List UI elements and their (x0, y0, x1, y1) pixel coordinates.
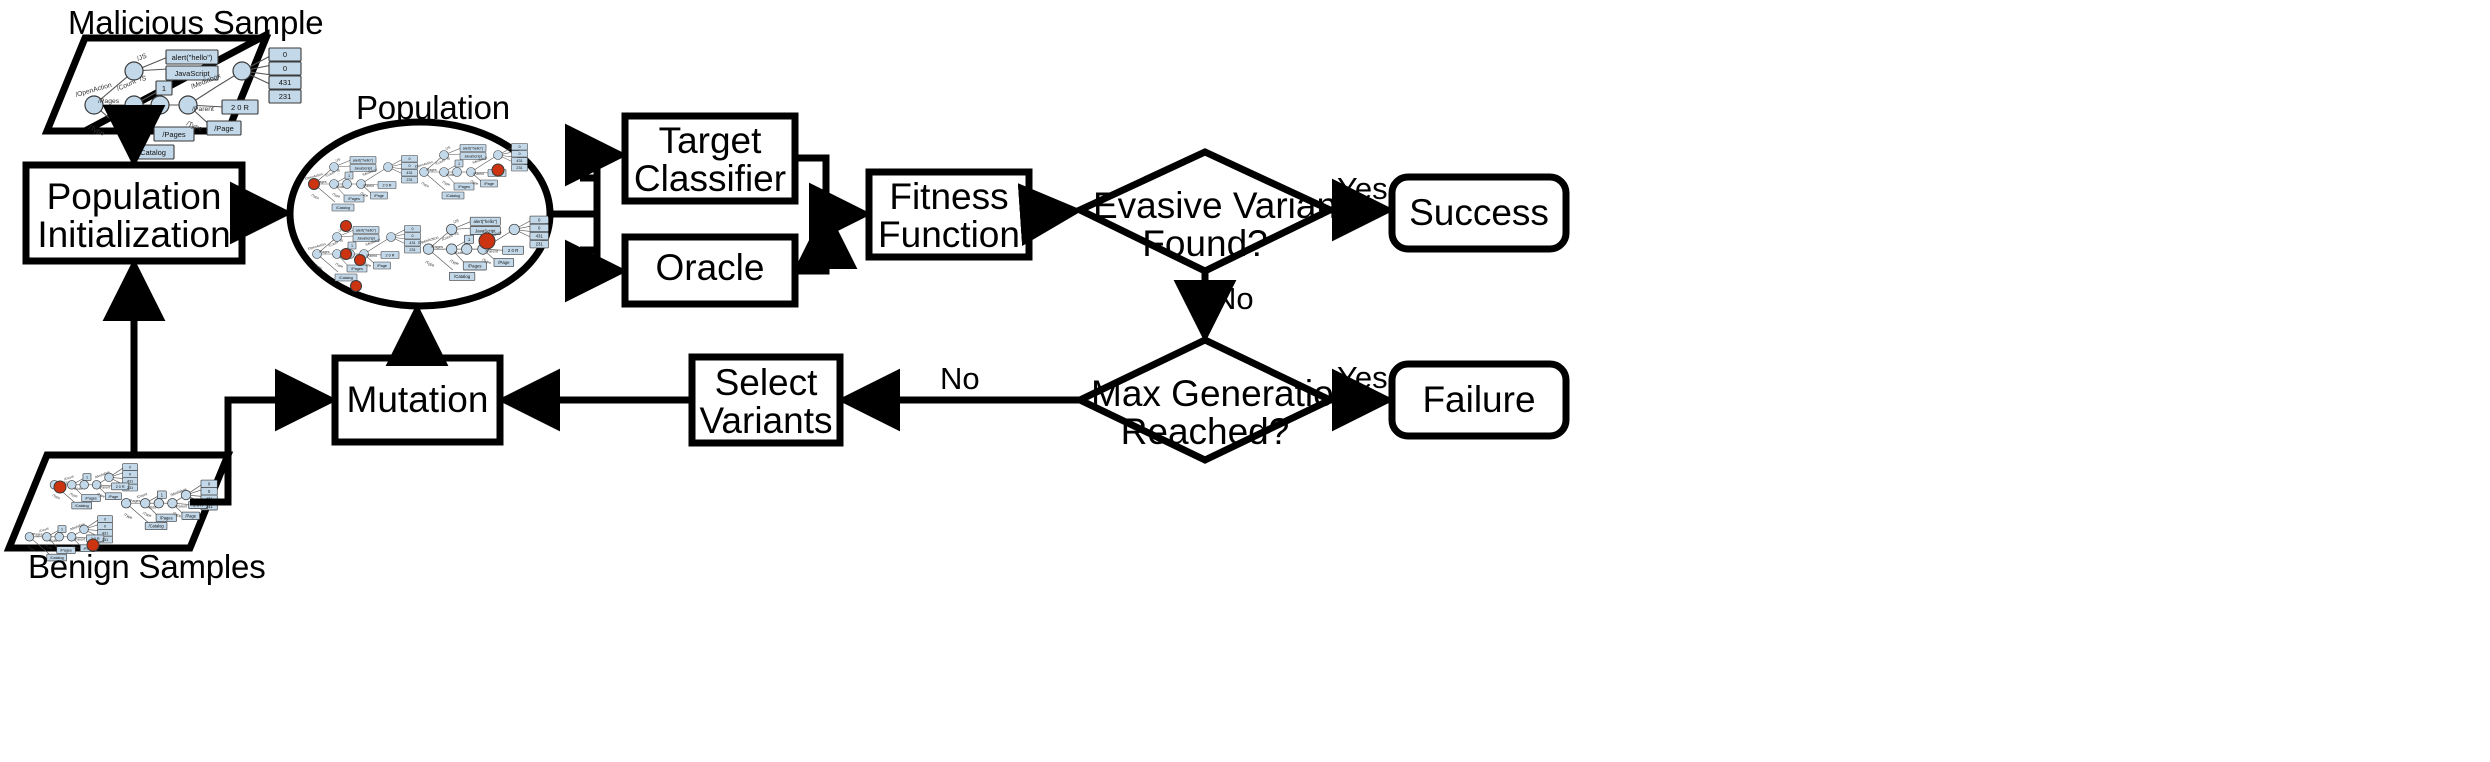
target-classifier-line1: Target (658, 120, 762, 161)
population-initialization-shape (22, 161, 246, 265)
target-classifier-line2: Classifier (633, 157, 787, 199)
fitness-function-line1: Fitness (889, 176, 1009, 217)
edge-label-evasive-no: No (1214, 281, 1254, 316)
max-generation-reached-label: Max Generation Reached? (1091, 373, 1355, 452)
target-classifier-label: Target Classifier (625, 122, 795, 197)
oracle-label: Oracle (655, 247, 765, 288)
select-variants-line1: Select (714, 362, 818, 403)
oracle-shape (621, 233, 799, 308)
population-caption: Population (356, 89, 510, 126)
benign-samples-shape (3, 451, 234, 562)
fitness-function-line2: Function (878, 213, 1020, 255)
target-classifier-shape (621, 112, 799, 205)
malicious-sample-caption: Malicious Sample (68, 4, 324, 41)
edge-label-maxgen-no: No (940, 361, 980, 396)
failure-label: Failure (1422, 379, 1536, 420)
max-generation-reached-line2: Reached? (1120, 410, 1290, 452)
connectors (102, 104, 1395, 506)
select-variants-label: Select Variants (692, 364, 840, 439)
edge-label-maxgen-yes: Yes (1337, 360, 1388, 395)
success-label: Success (1409, 192, 1549, 233)
edge-label-evasive-yes: Yes (1337, 171, 1388, 206)
population-initialization-label: Population Initialization (26, 178, 242, 253)
evasive-variants-found-shape (1071, 148, 1339, 275)
population-initialization-line1: Population (46, 176, 222, 217)
mutation-label: Mutation (346, 379, 489, 420)
max-generation-reached-line1: Max Generation (1091, 373, 1355, 414)
population-initialization-line2: Initialization (37, 213, 231, 255)
evasive-variants-found-label: Evasive Variants Found? (1093, 185, 1366, 264)
select-variants-line2: Variants (699, 399, 833, 441)
fitness-function-shape (865, 168, 1033, 261)
benign-samples-caption: Benign Samples (28, 548, 266, 585)
evasive-variants-found-line2: Found? (1142, 222, 1268, 264)
fitness-function-label: Fitness Function (869, 178, 1029, 253)
population-shape (286, 118, 554, 310)
malicious-sample-shape (41, 29, 302, 160)
evasive-variants-found-line1: Evasive Variants (1093, 185, 1366, 226)
